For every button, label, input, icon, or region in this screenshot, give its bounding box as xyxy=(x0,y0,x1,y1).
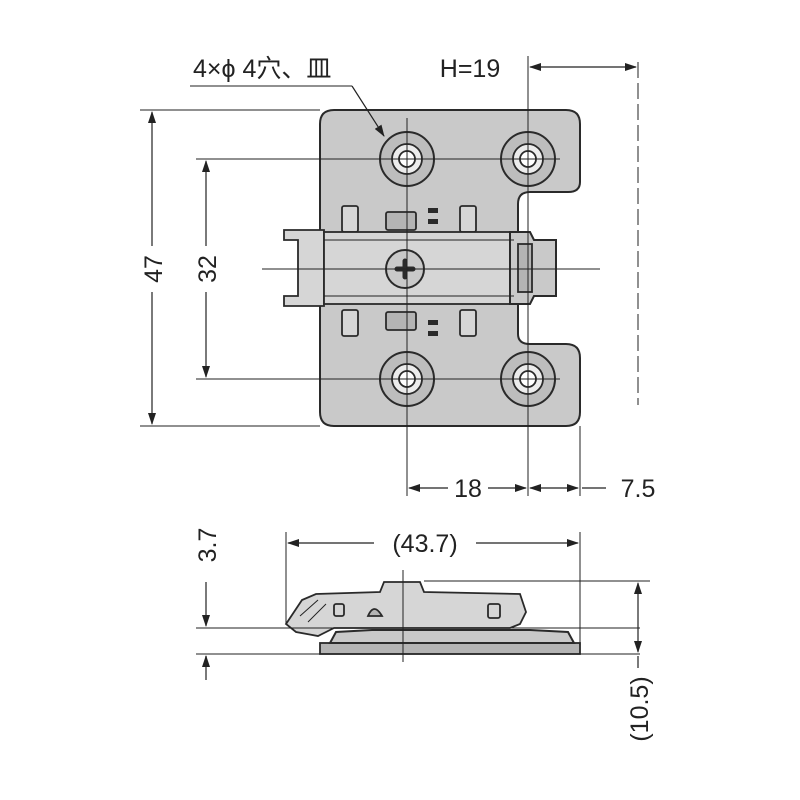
dim-32-label: 32 xyxy=(194,255,222,283)
dim-43-7-label: (43.7) xyxy=(392,530,457,558)
dimension-10-5: (10.5) xyxy=(626,582,654,742)
center-lines xyxy=(196,56,639,496)
hole-spec-callout: 4×ϕ 4穴、皿 xyxy=(190,55,385,137)
dim-10-5-label: (10.5) xyxy=(626,676,654,741)
h19-label: H=19 xyxy=(440,55,500,83)
side-bracket xyxy=(284,581,527,637)
side-body xyxy=(328,629,576,644)
side-base-plate xyxy=(319,642,581,655)
dim-3-7-label: 3.7 xyxy=(194,528,222,563)
adjust-bracket xyxy=(283,229,557,307)
dimension-18: 18 xyxy=(408,475,527,503)
dim-18-label: 18 xyxy=(454,475,482,503)
dimension-32: 32 xyxy=(190,160,222,378)
hole-spec-label: 4×ϕ 4穴、皿 xyxy=(193,55,331,83)
side-view: (43.7) 3.7 (10.5) xyxy=(194,528,654,742)
dimension-h19: H=19 xyxy=(440,55,637,83)
top-view: 47 32 18 7.5 H=19 4×ϕ 4穴、皿 xyxy=(136,55,655,503)
dimension-7-5: 7.5 xyxy=(529,475,656,503)
dimension-3-7: 3.7 xyxy=(194,528,222,680)
dimension-47: 47 xyxy=(136,109,320,427)
dim-7-5-label: 7.5 xyxy=(621,475,656,503)
dim-47-label: 47 xyxy=(140,255,168,283)
plate-slots xyxy=(341,205,477,337)
dimension-43-7: (43.7) xyxy=(287,530,579,558)
